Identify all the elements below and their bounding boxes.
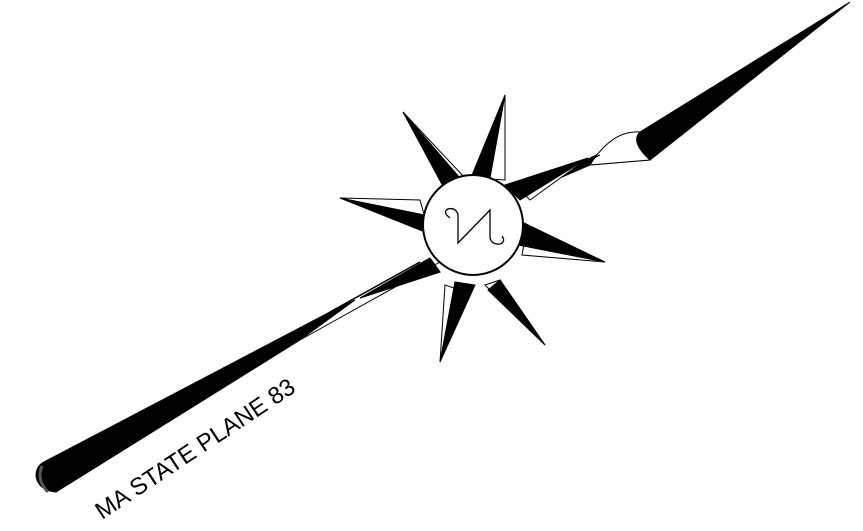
- compass-center-dial: [423, 175, 523, 275]
- needle-lower-left: [36, 262, 440, 492]
